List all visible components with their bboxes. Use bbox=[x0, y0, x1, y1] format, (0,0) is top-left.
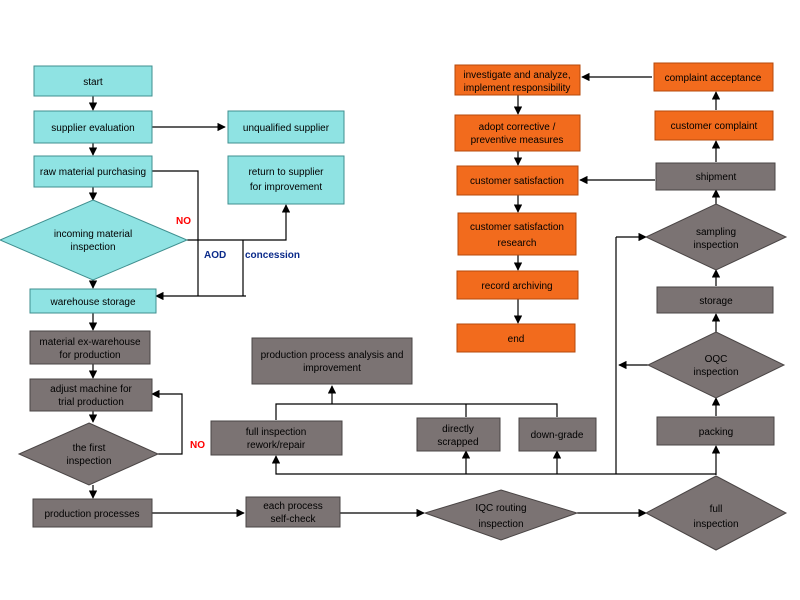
svg-text:adopt corrective /: adopt corrective / bbox=[479, 122, 556, 133]
svg-text:directly: directly bbox=[442, 424, 474, 435]
svg-text:return to supplier: return to supplier bbox=[248, 167, 324, 178]
node-customer-complaint: customer complaint bbox=[654, 110, 774, 141]
svg-text:raw material purchasing: raw material purchasing bbox=[40, 167, 146, 178]
svg-text:inspection: inspection bbox=[693, 519, 738, 530]
node-directly-scrapped: directly scrapped bbox=[416, 417, 501, 452]
svg-text:warehouse storage: warehouse storage bbox=[49, 297, 135, 308]
node-production-processes: production processes bbox=[32, 498, 153, 528]
flow-connectors bbox=[88, 72, 721, 518]
svg-text:self-check: self-check bbox=[270, 514, 316, 525]
node-material-ex-warehouse: material ex-warehouse for production bbox=[29, 330, 151, 365]
svg-text:adjust machine for: adjust machine for bbox=[50, 384, 132, 395]
svg-text:shipment: shipment bbox=[696, 172, 737, 183]
svg-text:complaint acceptance: complaint acceptance bbox=[665, 73, 762, 84]
svg-text:customer satisfaction: customer satisfaction bbox=[470, 176, 564, 187]
svg-text:inspection: inspection bbox=[693, 240, 738, 251]
edge-first-no-loop bbox=[151, 389, 183, 455]
node-customer-satisfaction: customer satisfaction bbox=[456, 165, 579, 196]
node-unqualified-supplier: unqualified supplier bbox=[227, 110, 345, 144]
svg-text:sampling: sampling bbox=[696, 227, 736, 238]
svg-text:investigate and analyze,: investigate and analyze, bbox=[463, 70, 570, 81]
edge-purchasing-bypass bbox=[152, 170, 199, 296]
svg-text:record archiving: record archiving bbox=[481, 281, 552, 292]
svg-text:inspection: inspection bbox=[70, 242, 115, 253]
node-incoming-material-inspection: incoming material inspection bbox=[0, 199, 189, 281]
svg-text:scrapped: scrapped bbox=[437, 437, 478, 448]
node-start: start bbox=[33, 65, 153, 97]
svg-text:trial production: trial production bbox=[58, 397, 124, 408]
node-iqc-routing-inspection: IQC routing inspection bbox=[423, 489, 579, 541]
svg-text:production processes: production processes bbox=[44, 509, 139, 520]
node-down-grade: down-grade bbox=[518, 417, 597, 452]
edge-label-concession: concession bbox=[245, 250, 300, 261]
svg-text:full: full bbox=[710, 504, 723, 515]
node-complaint-acceptance: complaint acceptance bbox=[653, 62, 774, 92]
node-sampling-inspection: sampling inspection bbox=[644, 203, 788, 271]
svg-text:customer complaint: customer complaint bbox=[671, 121, 758, 132]
node-customer-satisfaction-research: customer satisfaction research bbox=[457, 212, 577, 256]
svg-text:for production: for production bbox=[59, 350, 120, 361]
svg-text:inspection: inspection bbox=[693, 367, 738, 378]
svg-text:OQC: OQC bbox=[705, 354, 728, 365]
edge-incoming-to-return bbox=[187, 204, 291, 241]
node-shipment: shipment bbox=[655, 162, 776, 191]
node-adopt-corrective: adopt corrective / preventive measures bbox=[454, 114, 581, 152]
svg-text:IQC routing: IQC routing bbox=[475, 503, 526, 514]
node-investigate-analyze: investigate and analyze, implement respo… bbox=[454, 64, 581, 96]
node-full-inspection: full inspection bbox=[644, 475, 788, 551]
svg-text:incoming material: incoming material bbox=[54, 229, 132, 240]
node-end: end bbox=[456, 323, 576, 353]
svg-text:down-grade: down-grade bbox=[531, 430, 584, 441]
node-return-to-supplier: return to supplier for improvement bbox=[227, 155, 345, 205]
node-storage: storage bbox=[656, 286, 774, 314]
svg-text:packing: packing bbox=[699, 427, 733, 438]
node-each-process-self-check: each process self-check bbox=[245, 496, 341, 528]
svg-text:supplier evaluation: supplier evaluation bbox=[51, 123, 134, 134]
svg-text:preventive measures: preventive measures bbox=[471, 135, 564, 146]
edge-join-analysis bbox=[275, 403, 558, 420]
svg-text:inspection: inspection bbox=[66, 456, 111, 467]
svg-text:storage: storage bbox=[699, 296, 733, 307]
svg-text:the first: the first bbox=[73, 443, 106, 454]
node-raw-material-purchasing: raw material purchasing bbox=[33, 155, 153, 188]
node-warehouse-storage: warehouse storage bbox=[29, 288, 157, 314]
svg-text:customer satisfaction: customer satisfaction bbox=[470, 222, 564, 233]
node-adjust-machine: adjust machine for trial production bbox=[29, 378, 153, 412]
edge-label-no-first: NO bbox=[190, 440, 205, 451]
svg-text:start: start bbox=[83, 77, 103, 88]
svg-text:end: end bbox=[508, 334, 525, 345]
svg-text:each process: each process bbox=[263, 501, 322, 512]
svg-text:research: research bbox=[498, 238, 537, 249]
svg-text:implement responsibility: implement responsibility bbox=[464, 83, 571, 94]
svg-text:material ex-warehouse: material ex-warehouse bbox=[39, 337, 141, 348]
svg-text:production process analysis an: production process analysis and bbox=[261, 350, 404, 361]
node-packing: packing bbox=[656, 416, 775, 446]
svg-text:improvement: improvement bbox=[303, 363, 361, 374]
svg-text:rework/repair: rework/repair bbox=[247, 440, 306, 451]
node-oqc-inspection: OQC inspection bbox=[646, 331, 786, 399]
svg-text:for improvement: for improvement bbox=[250, 182, 322, 193]
svg-text:inspection: inspection bbox=[478, 519, 523, 530]
node-full-inspection-rework: full inspection rework/repair bbox=[210, 420, 343, 456]
svg-text:unqualified supplier: unqualified supplier bbox=[243, 123, 330, 134]
edge-label-aod: AOD bbox=[204, 250, 226, 261]
edge-label-no-incoming: NO bbox=[176, 216, 191, 227]
edge-full-to-rework bbox=[271, 455, 716, 475]
svg-text:full inspection: full inspection bbox=[246, 427, 307, 438]
node-first-inspection: the first inspection bbox=[17, 422, 160, 486]
node-supplier-evaluation: supplier evaluation bbox=[33, 110, 153, 144]
node-record-archiving: record archiving bbox=[456, 270, 579, 300]
node-production-process-analysis: production process analysis and improvem… bbox=[251, 337, 413, 385]
